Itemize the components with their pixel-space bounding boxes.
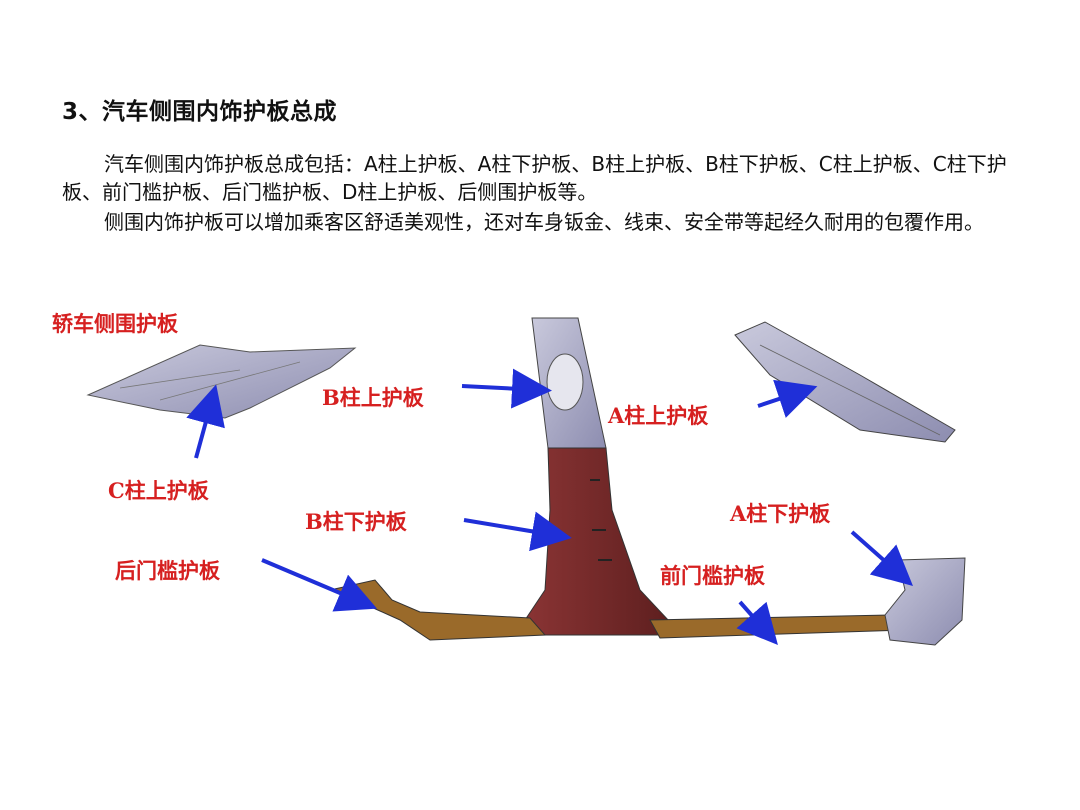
arrow-a-pillar-upper xyxy=(757,379,818,418)
label-rear-sill: 后门槛护板 xyxy=(115,558,220,583)
label-a-pillar-upper: A柱上护板 xyxy=(608,403,709,428)
arrow-rear-sill xyxy=(261,558,378,612)
rear-sill-panel xyxy=(328,579,547,641)
side-trim-diagram: 轿车侧围护板 C柱上护板 B柱上护板 A柱上护板 B柱下护板 A柱下护板 后门槛… xyxy=(0,290,1080,690)
label-front-sill: 前门槛护板 xyxy=(660,563,765,588)
c-pillar-upper-panel xyxy=(86,344,357,419)
paragraph-intro: 汽车侧围内饰护板总成包括：A柱上护板、A柱下护板、B柱上护板、B柱下护板、C柱上… xyxy=(62,152,1007,204)
label-a-pillar-lower: A柱下护板 xyxy=(730,501,831,526)
a-pillar-upper-panel xyxy=(734,321,956,443)
page-title: 3、汽车侧围内饰护板总成 xyxy=(62,99,338,125)
b-pillar-lower-panel xyxy=(524,447,671,636)
label-b-pillar-lower: B柱下护板 xyxy=(305,509,407,534)
label-sedan-side-panel: 轿车侧围护板 xyxy=(52,311,178,336)
arrow-front-sill xyxy=(736,600,778,645)
arrow-b-pillar-lower xyxy=(463,511,572,552)
paragraph-function: 侧围内饰护板可以增加乘客区舒适美观性，还对车身钣金、线束、安全带等起经久耐用的包… xyxy=(104,210,984,234)
arrow-c-pillar-upper xyxy=(186,384,225,459)
arrow-a-pillar-lower xyxy=(850,530,913,586)
label-b-pillar-upper: B柱上护板 xyxy=(322,385,424,410)
diagram-illustration xyxy=(86,317,966,646)
label-c-pillar-upper: C柱上护板 xyxy=(108,478,209,503)
arrow-b-pillar-upper xyxy=(461,368,552,409)
front-sill-panel xyxy=(649,614,907,639)
